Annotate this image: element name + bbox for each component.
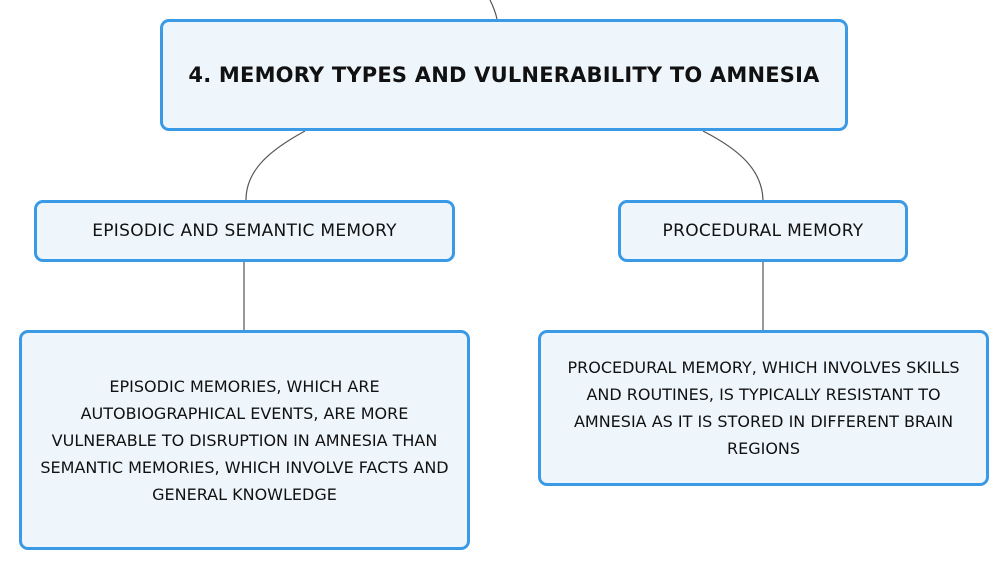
detail-procedural-text: PROCEDURAL MEMORY, WHICH INVOLVES SKILLS… xyxy=(567,358,960,458)
connector-main-to-episodic xyxy=(245,130,306,201)
detail-procedural[interactable]: PROCEDURAL MEMORY, WHICH INVOLVES SKILLS… xyxy=(538,330,989,486)
connector-main-to-procedural xyxy=(702,130,764,201)
detail-episodic-semantic[interactable]: EPISODIC MEMORIES, WHICH ARE AUTOBIOGRAP… xyxy=(19,330,470,550)
main-topic-node[interactable]: 4. MEMORY TYPES AND VULNERABILITY TO AMN… xyxy=(160,19,848,131)
detail-episodic-semantic-text: EPISODIC MEMORIES, WHICH ARE AUTOBIOGRAP… xyxy=(40,376,449,504)
subtopic-episodic-semantic[interactable]: EPISODIC AND SEMANTIC MEMORY xyxy=(34,200,455,262)
main-topic-label: 4. MEMORY TYPES AND VULNERABILITY TO AMN… xyxy=(188,63,820,87)
subtopic-procedural[interactable]: PROCEDURAL MEMORY xyxy=(618,200,908,262)
subtopic-procedural-label: PROCEDURAL MEMORY xyxy=(662,221,864,241)
subtopic-episodic-semantic-label: EPISODIC AND SEMANTIC MEMORY xyxy=(92,221,397,241)
connector-parent-to-main xyxy=(489,0,498,20)
